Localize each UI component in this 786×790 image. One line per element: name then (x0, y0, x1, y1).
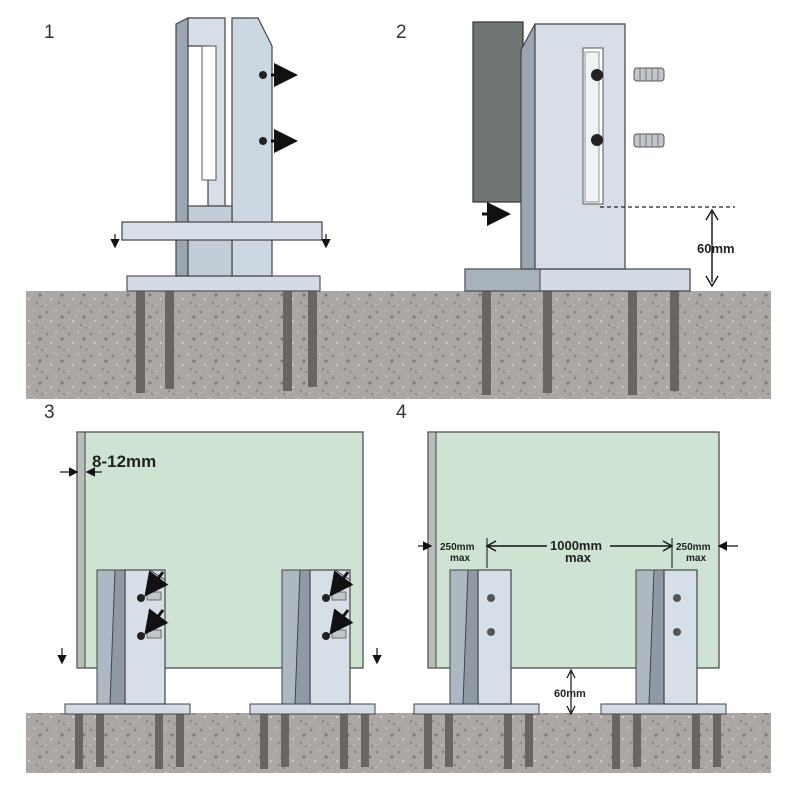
arrow-right-icon (662, 540, 674, 552)
bolt-hole-icon (322, 632, 330, 640)
anchor-bolts-1 (136, 291, 317, 393)
arrow-left-icon (485, 540, 497, 552)
bolt-hole-icon (591, 69, 603, 81)
arrow-diagonal-icon (144, 608, 169, 635)
bolt-hole-icon (673, 594, 681, 602)
arrow-up-icon (566, 668, 576, 679)
step-number-1: 1 (44, 22, 55, 43)
arrow-diagonal-icon (144, 570, 169, 597)
spacing-sub: max (565, 550, 592, 565)
panel-3: 3 8-12mm (26, 402, 771, 773)
bolt-hole-icon (137, 632, 145, 640)
bolt-hole-icon (591, 134, 603, 146)
spacing-label: 1000mm (550, 538, 602, 553)
base-plate-1 (126, 275, 321, 292)
bolt-hole-icon (322, 594, 330, 602)
edge-right-sub: max (686, 553, 706, 564)
arrow-down-icon (705, 275, 719, 288)
arrow-diagonal-icon (329, 570, 354, 597)
bolt-hole-icon (259, 71, 267, 79)
edge-left-label: 250mm (440, 542, 475, 553)
grub-screw-icon (331, 629, 347, 639)
concrete-slab-1 (26, 291, 771, 399)
edge-right-label: 250mm (676, 542, 711, 553)
panel-2: 2 (396, 21, 735, 395)
height-label-4: 60mm (554, 688, 586, 700)
spigot-clamp-2 (520, 23, 626, 270)
bolt-hole-icon (487, 628, 495, 636)
concrete-slab-3 (26, 713, 771, 773)
anchor-bolts-2 (482, 291, 679, 395)
grub-screw-icon (146, 591, 162, 601)
arrow-down-icon (566, 705, 576, 716)
spigot-clamp-3a (64, 569, 191, 769)
edge-left-sub: max (450, 553, 470, 564)
bolt-hole-icon (137, 594, 145, 602)
step-number-3: 3 (44, 402, 55, 423)
glass-panel-2 (472, 21, 524, 203)
panel-1: 1 (26, 17, 771, 399)
arrow-diagonal-icon (329, 608, 354, 635)
gap-label-3: 8-12mm (92, 452, 156, 471)
grub-screw-icon (331, 591, 347, 601)
grub-screw-icon (633, 133, 665, 148)
spigot-clamp-4b (600, 569, 727, 769)
spigot-clamp-4a (413, 569, 540, 769)
step-number-4: 4 (396, 402, 407, 423)
step-number-2: 2 (396, 22, 407, 43)
grub-screw-icon (633, 67, 665, 82)
bolt-hole-icon (673, 628, 681, 636)
panel-4: 4 250mm max 1000mm max 250mm max 60mm (396, 402, 738, 769)
bolt-hole-icon (487, 594, 495, 602)
height-label-2: 60mm (697, 241, 735, 256)
spigot-clamp-3b (249, 569, 376, 769)
cover-plate-1 (121, 221, 323, 241)
bolt-hole-icon (259, 137, 267, 145)
arrow-up-icon (705, 208, 719, 221)
grub-screw-icon (146, 629, 162, 639)
